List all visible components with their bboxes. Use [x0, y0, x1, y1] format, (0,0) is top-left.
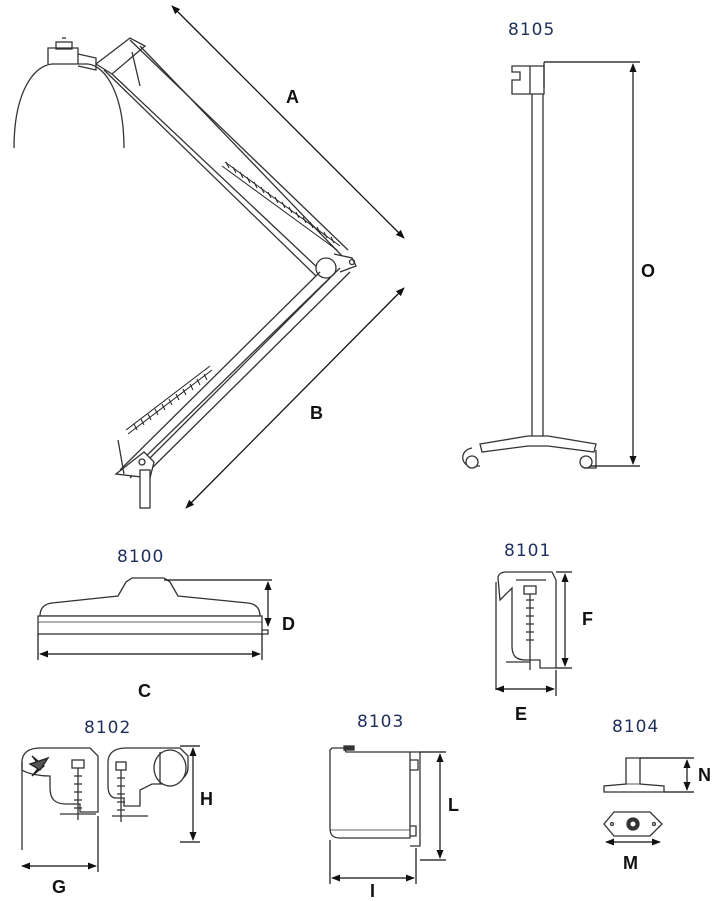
dimension-label-l: L — [448, 795, 459, 815]
dimension-label-d: D — [282, 614, 295, 634]
model-number-8102: 8102 — [84, 718, 132, 738]
lower-spring — [125, 365, 213, 435]
model-number-8103: 8103 — [357, 712, 405, 732]
dimension-label-n: N — [698, 765, 711, 785]
dimension-g-h — [21, 745, 200, 872]
dimension-line-a — [171, 5, 405, 239]
model-number-8104: 8104 — [612, 717, 660, 737]
dimension-o — [544, 61, 640, 467]
large-clamp-drawing — [21, 747, 189, 850]
model-number-8100: 8100 — [117, 547, 165, 567]
dimension-label-b: B — [310, 403, 323, 423]
dimension-label-o: O — [641, 261, 656, 281]
dimension-label-i: I — [370, 881, 376, 901]
elbow-joint — [315, 253, 357, 279]
dimension-label-h: H — [200, 789, 213, 809]
model-number-8105: 8105 — [508, 20, 556, 40]
upper-spring — [221, 161, 341, 251]
dimension-label-e: E — [515, 704, 528, 724]
dimension-e-f — [495, 571, 572, 696]
model-number-8101: 8101 — [504, 541, 552, 561]
dimension-label-g: G — [52, 877, 67, 897]
dimension-line-b — [185, 287, 405, 509]
lower-arm — [119, 267, 351, 479]
articulated-lamp-drawing — [13, 37, 357, 509]
lamp-shade — [13, 37, 125, 149]
lamp-base-bracket — [114, 439, 155, 509]
small-clamp-drawing — [495, 571, 557, 690]
dimension-m-n — [605, 757, 694, 846]
weighted-base-drawing — [37, 577, 269, 635]
pivot-socket-drawing — [603, 757, 665, 837]
wall-bracket-drawing — [329, 745, 421, 847]
dimension-label-m: M — [623, 853, 638, 873]
floor-stand-drawing — [462, 62, 597, 469]
dimension-i-l — [329, 751, 446, 884]
dimension-label-a: A — [286, 87, 299, 107]
dimension-label-c: C — [138, 681, 151, 701]
dimension-c-d — [37, 579, 272, 660]
upper-arm — [94, 37, 349, 277]
dimension-label-f: F — [582, 609, 593, 629]
